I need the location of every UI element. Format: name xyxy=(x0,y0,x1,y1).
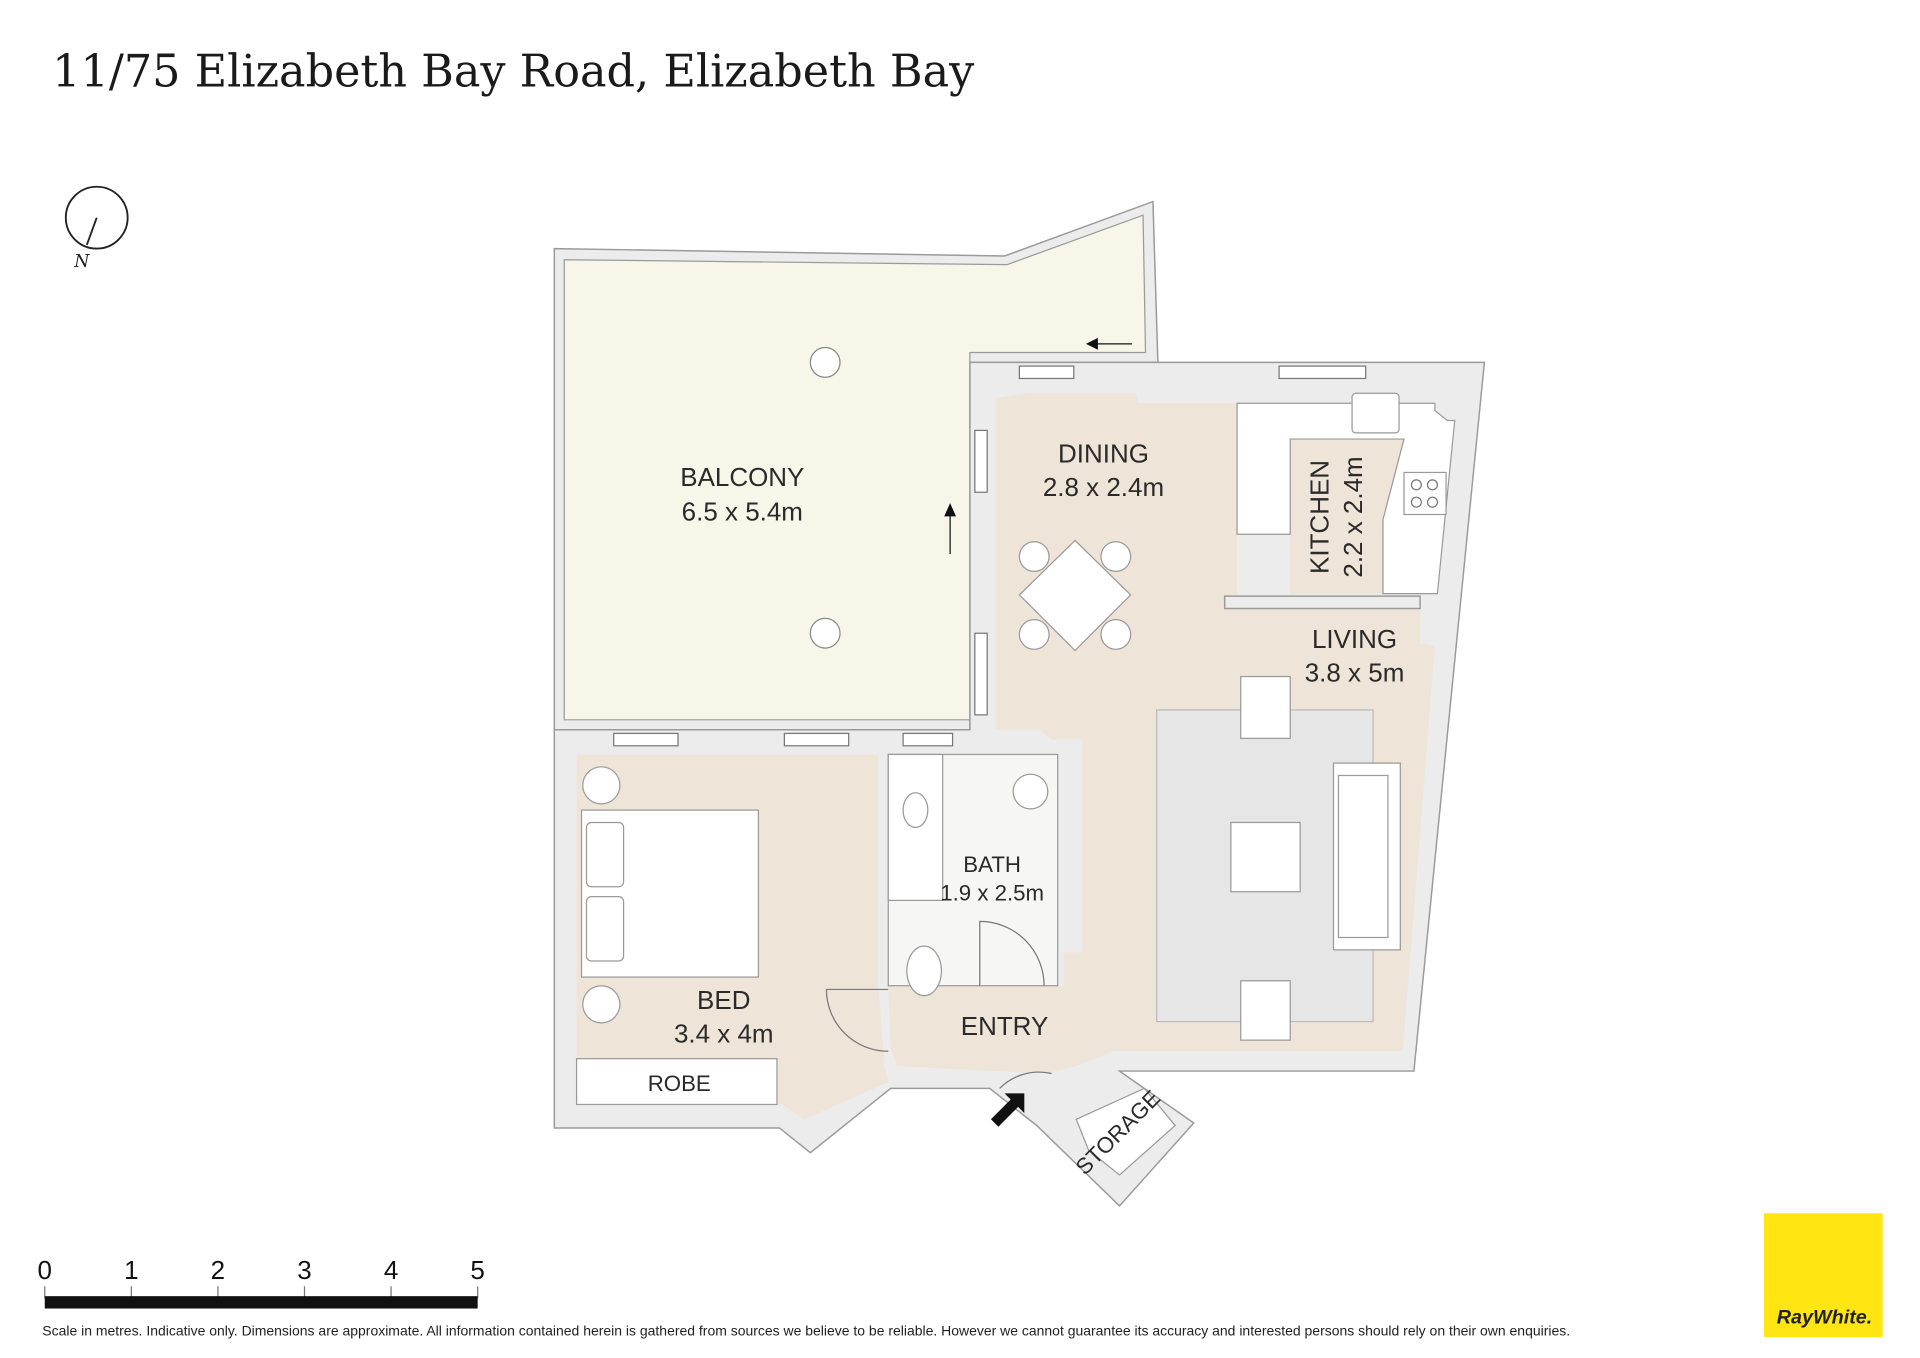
bathroom: BATH 1.9 x 2.5m xyxy=(887,753,1059,997)
balcony: BALCONY 6.5 x 5.4m xyxy=(553,200,1159,731)
scale-tick-4: 4 xyxy=(384,1255,398,1285)
balcony-label: BALCONY xyxy=(680,462,804,492)
bed-size: 3.4 x 4m xyxy=(674,1019,774,1049)
kitchen-partition xyxy=(1223,595,1421,610)
robe-label: ROBE xyxy=(648,1071,711,1096)
sliding-door-arrows xyxy=(944,337,1132,555)
cooktop-icon xyxy=(1403,471,1447,516)
ray-white-logo: RayWhite. xyxy=(1763,1213,1883,1337)
bath-size: 1.9 x 2.5m xyxy=(940,880,1044,905)
robe xyxy=(575,1058,778,1106)
windows xyxy=(613,365,1367,747)
scale-bar: 0 1 2 3 4 5 xyxy=(38,1255,485,1309)
scale-tick-0: 0 xyxy=(38,1255,52,1285)
living-size: 3.8 x 5m xyxy=(1305,657,1405,687)
entry-label: ENTRY xyxy=(961,1011,1049,1041)
dining-set xyxy=(1018,539,1132,652)
kitchen-label: KITCHEN xyxy=(1305,460,1335,574)
scale-tick-3: 3 xyxy=(297,1255,311,1285)
living-furniture xyxy=(1156,675,1401,1041)
dining-size: 2.8 x 2.4m xyxy=(1043,472,1164,502)
entry-door-swing xyxy=(999,1071,1052,1089)
scale-tick-1: 1 xyxy=(124,1255,138,1285)
dining-label: DINING xyxy=(1058,439,1149,469)
scale-tick-2: 2 xyxy=(211,1255,225,1285)
kitchen-counter xyxy=(1236,402,1456,595)
living-label: LIVING xyxy=(1312,624,1397,654)
compass: N xyxy=(64,185,129,272)
bed-label: BED xyxy=(697,985,750,1015)
disclaimer: Scale in metres. Indicative only. Dimens… xyxy=(42,1323,1570,1339)
svg-text:RayWhite.: RayWhite. xyxy=(1777,1306,1873,1328)
kitchen-size: 2.2 x 2.4m xyxy=(1338,456,1368,577)
sink-icon xyxy=(1351,392,1400,434)
balcony-size: 6.5 x 5.4m xyxy=(682,497,803,527)
bath-label: BATH xyxy=(963,852,1021,877)
compass-north-label: N xyxy=(73,252,90,272)
kitchen-floor xyxy=(1290,439,1405,594)
bedroom: ROBE BED 3.4 x 4m xyxy=(575,766,889,1106)
page-title: 11/75 Elizabeth Bay Road, Elizabeth Bay xyxy=(52,47,975,98)
scale-tick-5: 5 xyxy=(470,1255,484,1285)
entry-arrow-icon xyxy=(990,1093,1025,1127)
